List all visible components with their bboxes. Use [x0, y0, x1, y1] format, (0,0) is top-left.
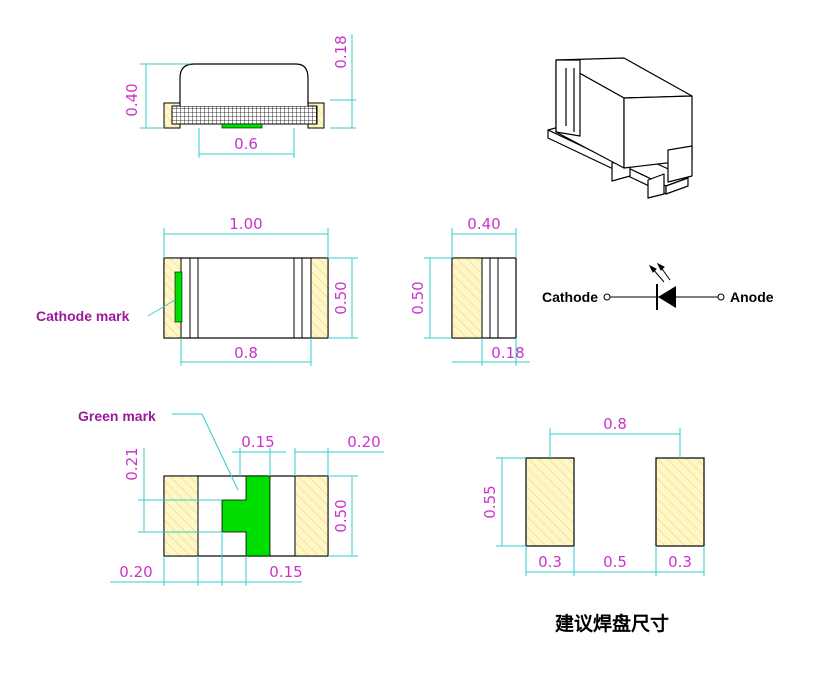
anode-label: Anode [730, 289, 774, 305]
side-pad-width-label: 0.6 [234, 135, 258, 153]
cathode-mark-label: Cathode mark [36, 308, 130, 324]
bottom-left-terminal [163, 475, 199, 557]
end-terminal [451, 257, 483, 339]
green-mark-label: Green mark [78, 408, 156, 424]
pad-right-width-label: 0.3 [668, 553, 692, 571]
anode-terminal-dot [717, 293, 725, 301]
top-length-label: 1.00 [229, 215, 262, 233]
bottom-dim-015-bottom: 0.15 [269, 563, 302, 581]
bottom-dim-015-top: 0.15 [241, 433, 274, 451]
bottom-green-mark [221, 475, 271, 557]
side-body-grid [171, 105, 318, 125]
pad-right [655, 457, 705, 547]
side-dome [179, 63, 309, 106]
bottom-dim-020-right: 0.20 [347, 433, 380, 451]
bottom-view: Green mark 0.21 0.15 0.20 0.50 0.20 0.15 [78, 408, 384, 586]
pad-height-label: 0.55 [481, 485, 499, 518]
end-view: 0.40 0.50 0.18 [409, 215, 530, 366]
cathode-green-mark [174, 271, 183, 323]
diode-triangle [658, 286, 676, 308]
top-width-label: 0.50 [332, 281, 350, 314]
diode-symbol: Cathode Anode [542, 262, 774, 310]
top-inner-length-label: 0.8 [234, 344, 258, 362]
pad-span-label: 0.8 [603, 415, 627, 433]
side-green-strip [221, 123, 263, 129]
pad-layout: 0.8 0.55 0.3 0.5 0.3 建议焊盘尺寸 [481, 415, 705, 635]
cathode-terminal-dot [603, 293, 611, 301]
pad-layout-caption: 建议焊盘尺寸 [555, 612, 669, 635]
top-right-terminal [310, 257, 329, 339]
side-view: 0.40 0.18 0.6 [123, 34, 356, 158]
pad-left-width-label: 0.3 [538, 553, 562, 571]
emission-arrows-icon [648, 262, 671, 283]
end-width-label: 0.40 [467, 215, 500, 233]
bottom-dim-050: 0.50 [332, 499, 350, 532]
end-height-label: 0.50 [409, 281, 427, 314]
pad-gap-label: 0.5 [603, 553, 627, 571]
isometric-view [547, 57, 693, 199]
top-view: 1.00 0.50 0.8 Cathode mark [36, 215, 358, 366]
side-clearance-label: 0.18 [332, 35, 350, 68]
bottom-dim-021: 0.21 [123, 447, 141, 480]
bottom-dim-020-left: 0.20 [119, 563, 152, 581]
end-terminal-label: 0.18 [491, 344, 524, 362]
side-height-label: 0.40 [123, 83, 141, 116]
cathode-label: Cathode [542, 289, 598, 305]
pad-left [525, 457, 575, 547]
bottom-right-terminal [294, 475, 329, 557]
top-body [163, 257, 329, 339]
